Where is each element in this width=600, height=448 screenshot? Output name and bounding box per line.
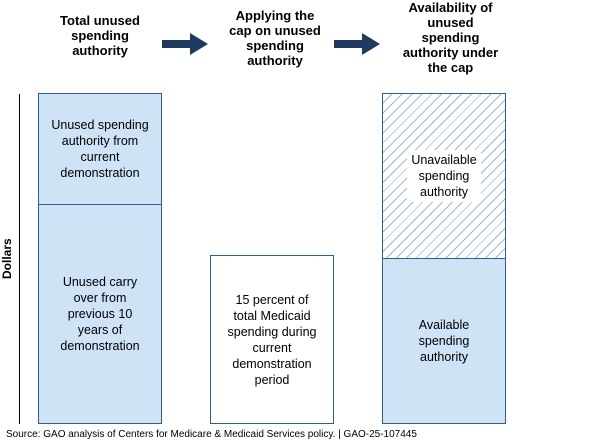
y-axis-line [19, 94, 20, 424]
segment-label: Available spending authority [418, 318, 470, 364]
heading-availability: Availability of unused spending authorit… [402, 0, 499, 75]
bar-unused-carry-over: Unused carry over from previous 10 years… [38, 204, 162, 424]
arrow-right-icon [334, 33, 380, 55]
heading-applying-cap: Applying the cap on unused spending auth… [229, 8, 321, 68]
segment-label: Unavailable spending authority [407, 150, 481, 202]
bar-unused-current-demonstration: Unused spending authority from current d… [38, 93, 162, 205]
segment-label: 15 percent of total Medicaid spending du… [227, 292, 317, 387]
bar-cap-15-percent: 15 percent of total Medicaid spending du… [210, 255, 334, 424]
bar-unavailable-spending-authority: Unavailable spending authority [382, 93, 506, 259]
y-axis-label: Dollars [0, 238, 14, 279]
segment-label: Unused spending authority from current d… [51, 118, 149, 180]
bar-available-spending-authority: Available spending authority [382, 258, 506, 424]
arrow-right-icon [162, 33, 208, 55]
source-note: Source: GAO analysis of Centers for Medi… [6, 429, 417, 440]
segment-label: Unused carry over from previous 10 years… [60, 275, 140, 353]
heading-total-unused: Total unused spending authority [60, 13, 140, 58]
